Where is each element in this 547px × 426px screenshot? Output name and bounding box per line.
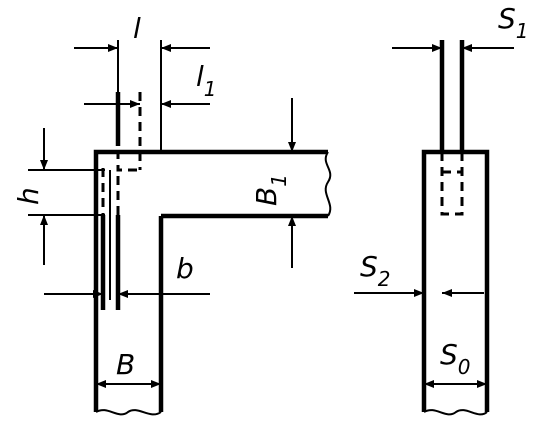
dimension-l: l bbox=[74, 12, 210, 150]
dimension-B: B bbox=[96, 348, 161, 388]
vertical-strip-outline bbox=[93, 149, 328, 412]
label-S2: S2 bbox=[360, 250, 391, 291]
dimension-S1: S1 bbox=[392, 2, 529, 52]
side-strip-break-line bbox=[423, 409, 488, 416]
side-view: S1 S2 S0 bbox=[354, 2, 529, 416]
label-l1: l1 bbox=[196, 60, 217, 101]
vertical-strip-break-line bbox=[95, 409, 162, 416]
side-lap-hidden bbox=[440, 152, 464, 216]
label-h: h bbox=[12, 187, 45, 205]
label-b: b bbox=[176, 252, 194, 285]
dimension-h: h bbox=[12, 128, 105, 265]
dimension-b: b bbox=[44, 252, 210, 298]
dimension-S0: S0 bbox=[424, 338, 487, 388]
label-S1: S1 bbox=[498, 2, 529, 43]
lap-edge-hidden-top bbox=[116, 150, 140, 172]
dimension-l1: l1 bbox=[84, 60, 217, 108]
dimension-S2: S2 bbox=[354, 250, 484, 297]
front-view: l l1 h b B B1 bbox=[12, 12, 332, 416]
label-l: l bbox=[133, 12, 141, 45]
horizontal-strip-break-line bbox=[324, 151, 332, 217]
label-S0: S0 bbox=[440, 338, 471, 379]
side-strip-outline bbox=[421, 149, 490, 412]
dimension-B1: B1 bbox=[250, 98, 296, 268]
label-B1: B1 bbox=[250, 174, 291, 206]
label-B: B bbox=[116, 348, 135, 381]
